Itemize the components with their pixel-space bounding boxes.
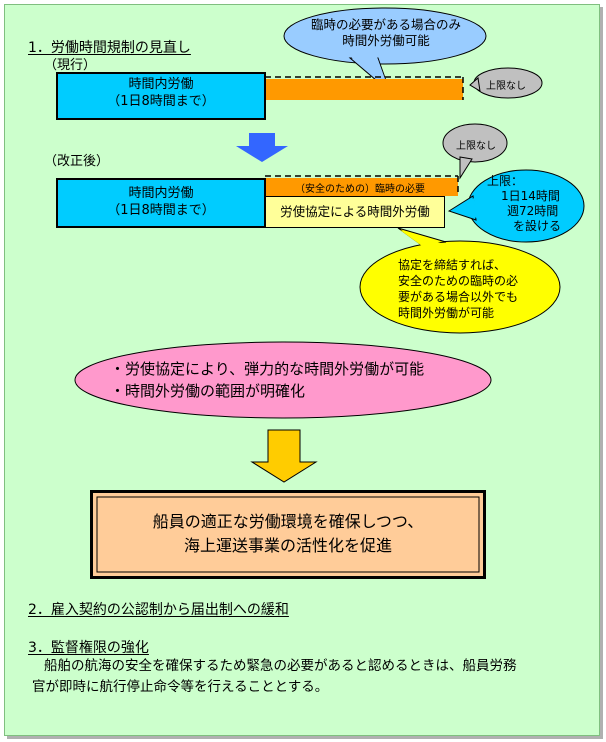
current-regular-hours-box: 時間内労働 （1日8時間まで） (56, 72, 266, 120)
yellow-bubble: 協定を締結すれば、 安全のための臨時の必 要がある場合以外でも 時間外労働が可能 (398, 258, 519, 320)
section1-title: 1．労働時間規制の見直し (28, 40, 191, 56)
revised-limit-shape (447, 169, 585, 243)
revised-bar-label: （安全のための）臨時の必要 (295, 184, 425, 195)
revised-limit-text: 上限： 1日14時間 週72時間 を設ける (487, 174, 562, 233)
agreement-overtime-box: 労使協定による時間外労働 (265, 196, 445, 228)
revised-regular-hours-box: 時間内労働 （1日8時間まで） (56, 178, 266, 228)
revised-limit-none-shape (442, 123, 508, 180)
section3-body: 船舶の航海の安全を確保するため緊急の必要があると認めるときは、船員労務 官が即時… (32, 658, 517, 695)
current-limit-bubble-shape (469, 67, 543, 99)
pink-points: ・労使協定により、弾力的な時間外労働が可能 ・時間外労働の範囲が明確化 (110, 360, 425, 400)
current-limit-text: 上限なし (486, 81, 526, 92)
yellow-bubble-shape (359, 227, 561, 334)
section3-title: 3．監督権限の強化 (28, 640, 149, 656)
revised-limit-none-text: 上限なし (456, 141, 496, 152)
current-label: （現行） (44, 58, 97, 73)
pink-ellipse-shape (74, 341, 492, 419)
revised-overtime-bar (265, 178, 458, 196)
section2-title: 2．雇入契約の公認制から届出制への緩和 (28, 602, 289, 618)
current-overtime-bar (265, 79, 463, 100)
current-bubble: 臨時の必要がある場合のみ 時間外労働可能 (310, 17, 461, 48)
result-box: 船員の適正な労働環境を確保しつつ、 海上運送事業の活性化を促進 (152, 512, 424, 555)
down-arrow-blue (236, 133, 288, 162)
down-arrow-gold (250, 429, 318, 483)
revised-label: （改正後） (44, 154, 110, 169)
